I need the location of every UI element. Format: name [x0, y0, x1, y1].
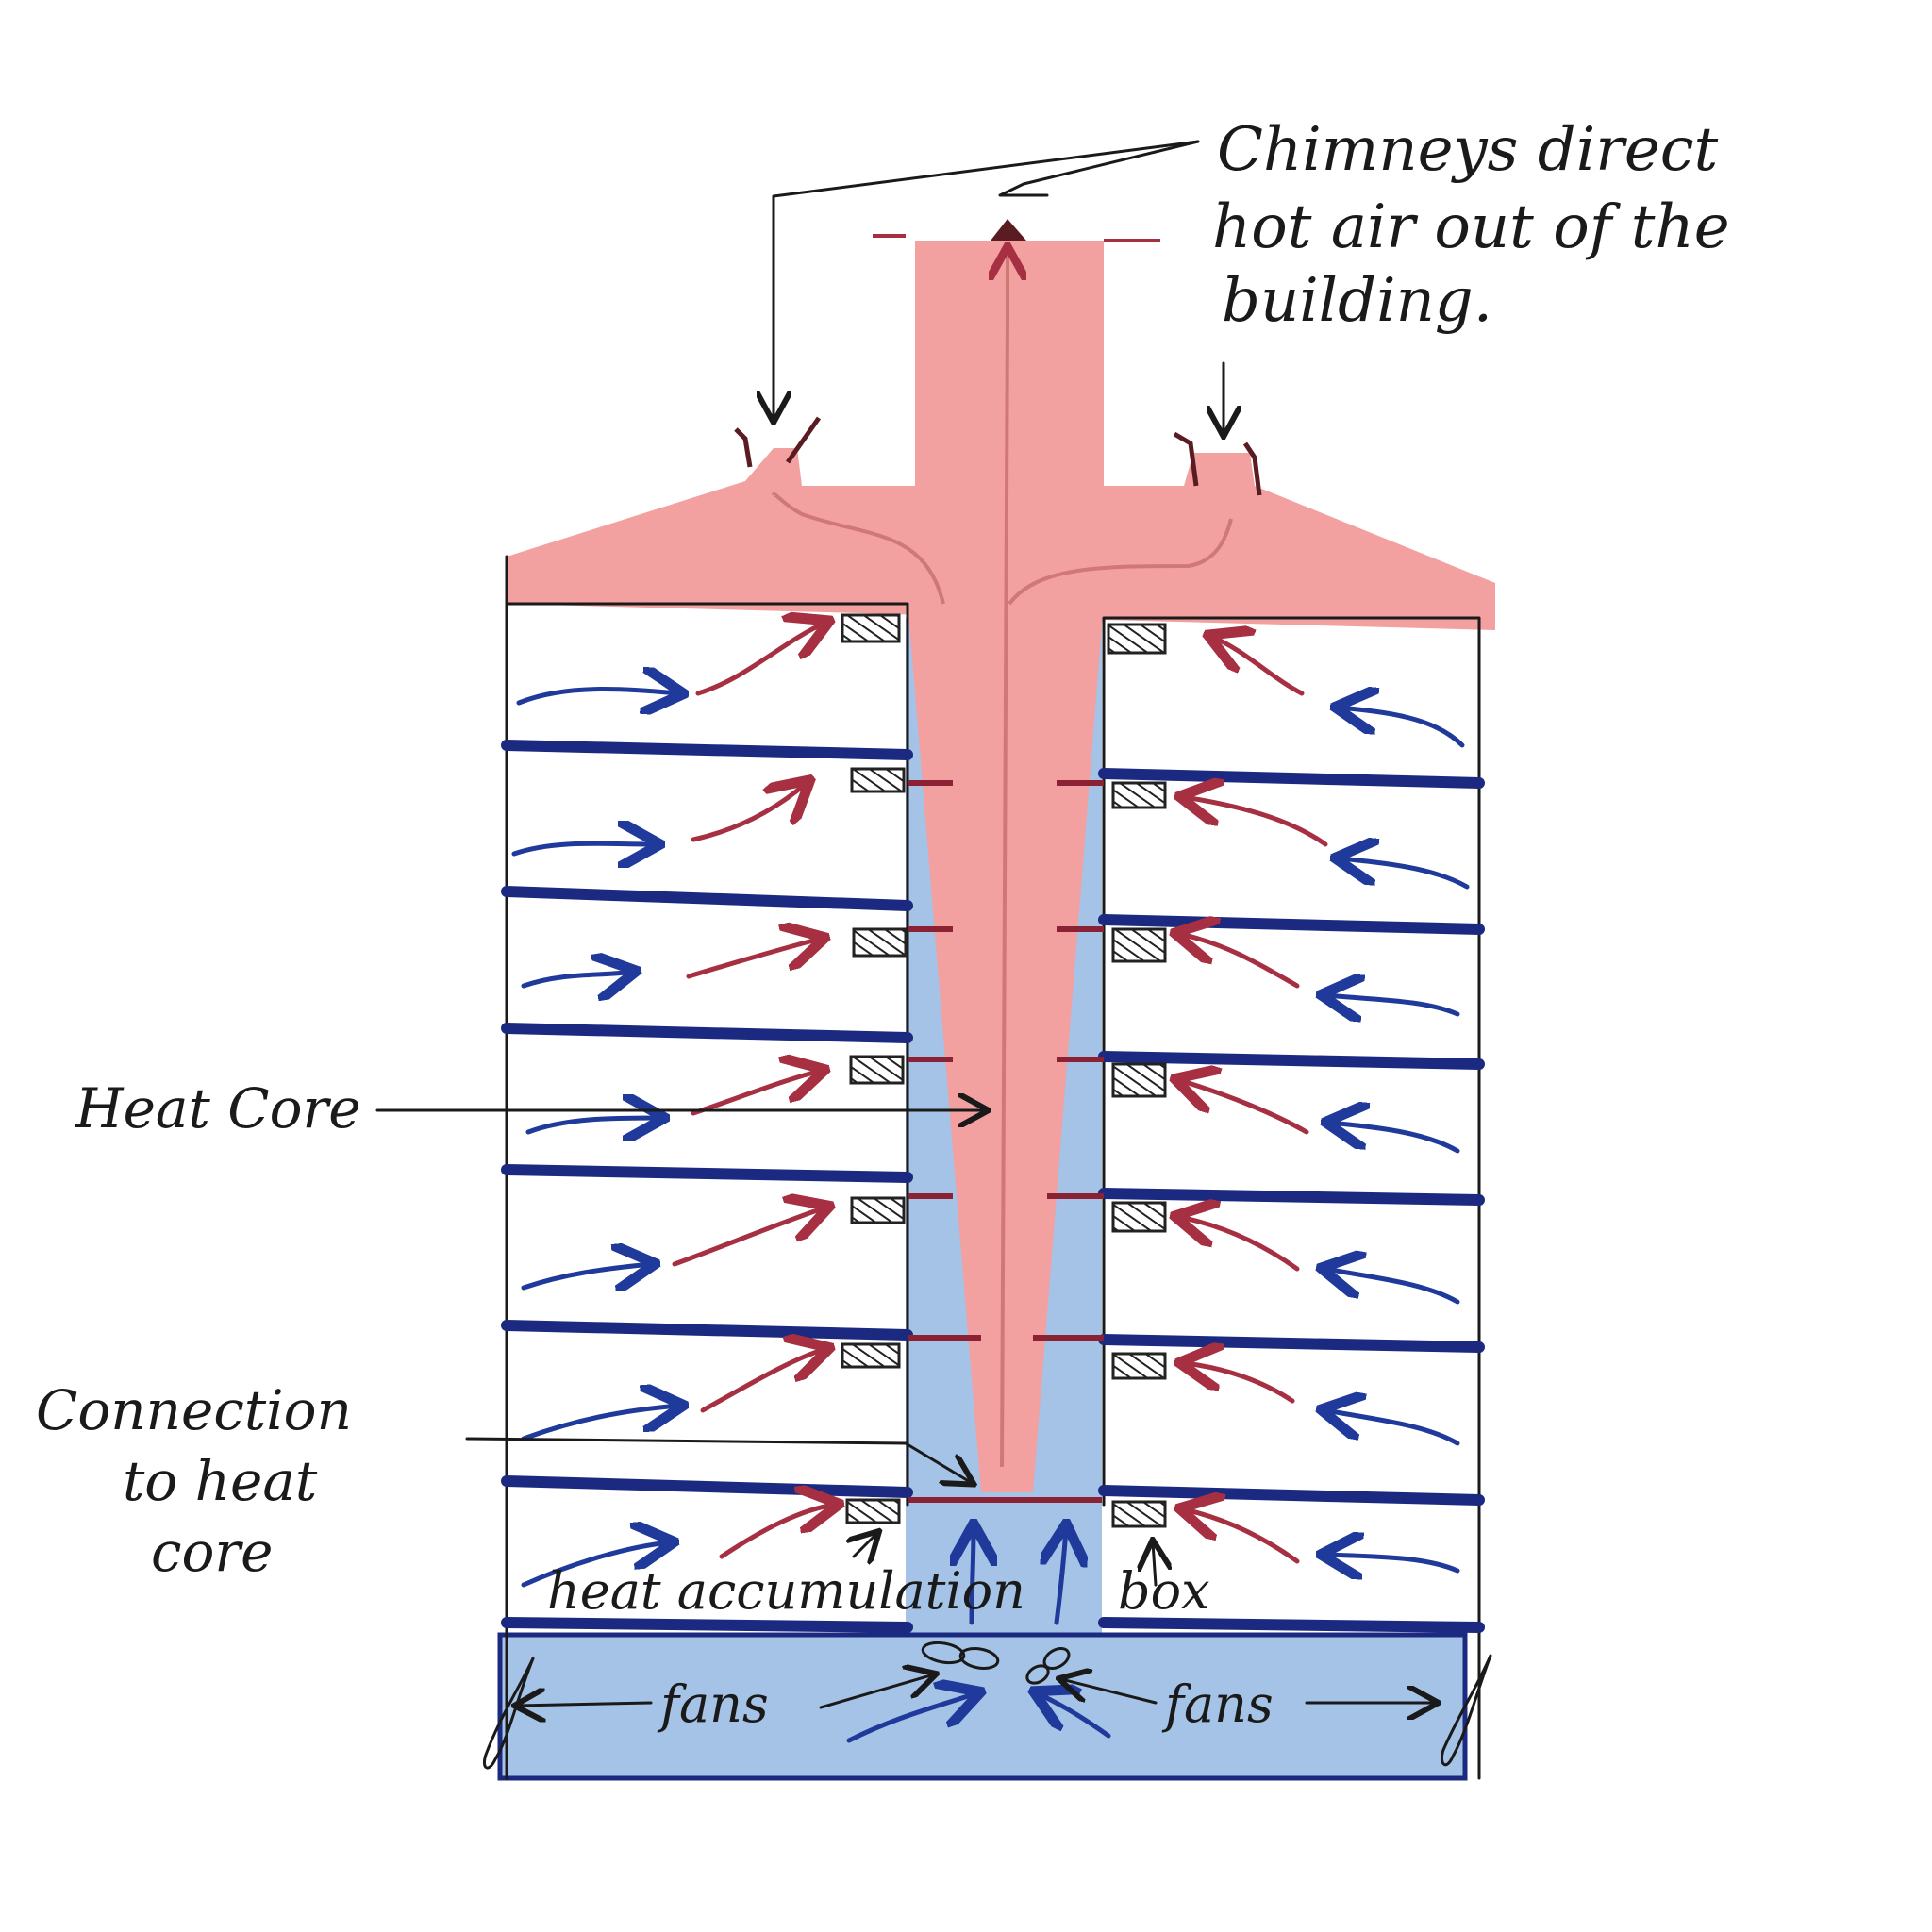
- left-chimney: [734, 416, 822, 468]
- left-floors: [501, 740, 913, 1633]
- chimney-flow-left: [772, 492, 945, 605]
- fans-label-right: fans: [1161, 1674, 1274, 1734]
- basement-fan-edge-right: [1440, 1654, 1492, 1767]
- right-chimney: [1173, 431, 1262, 496]
- leader-lines: [375, 140, 1436, 1707]
- heat-accumulation-label: heat accumulation: [547, 1561, 1025, 1621]
- chimneys-label-line3: building.: [1222, 266, 1492, 336]
- basement-airflow: [846, 1528, 1111, 1743]
- connection-label-line1: Connection: [36, 1378, 352, 1442]
- connection-annotation: Connection to heat core: [36, 1378, 352, 1584]
- fan-icon-left: [921, 1641, 1000, 1670]
- right-floors: [1098, 768, 1485, 1633]
- chimney-flow-center: [1000, 310, 1009, 1468]
- basement-plenum: [497, 1632, 1468, 1781]
- connection-label-line2: to heat: [123, 1449, 318, 1513]
- central-chimney-cap: [991, 219, 1026, 241]
- heat-accumulation-boxes: [841, 613, 1167, 1528]
- box-label: box: [1118, 1561, 1210, 1621]
- chimneys-label-line1: Chimneys direct: [1217, 115, 1719, 185]
- left-airflow: [511, 623, 835, 1588]
- heat-core-label: Heat Core: [75, 1076, 361, 1141]
- connection-label-line3: core: [151, 1520, 273, 1584]
- chimney-flow-right: [1008, 518, 1233, 606]
- fans-label-left: fans: [657, 1674, 769, 1734]
- fan-icon-right: [1025, 1647, 1071, 1685]
- chimneys-annotation: Chimneys direct hot air out of the build…: [1212, 115, 1730, 336]
- chimneys-label-line2: hot air out of the: [1212, 192, 1730, 262]
- hot-air-roof: [507, 241, 1495, 630]
- central-chimney-rim: [873, 234, 1160, 242]
- heat-core-connections: [908, 780, 1104, 1503]
- right-airflow: [1179, 637, 1470, 1571]
